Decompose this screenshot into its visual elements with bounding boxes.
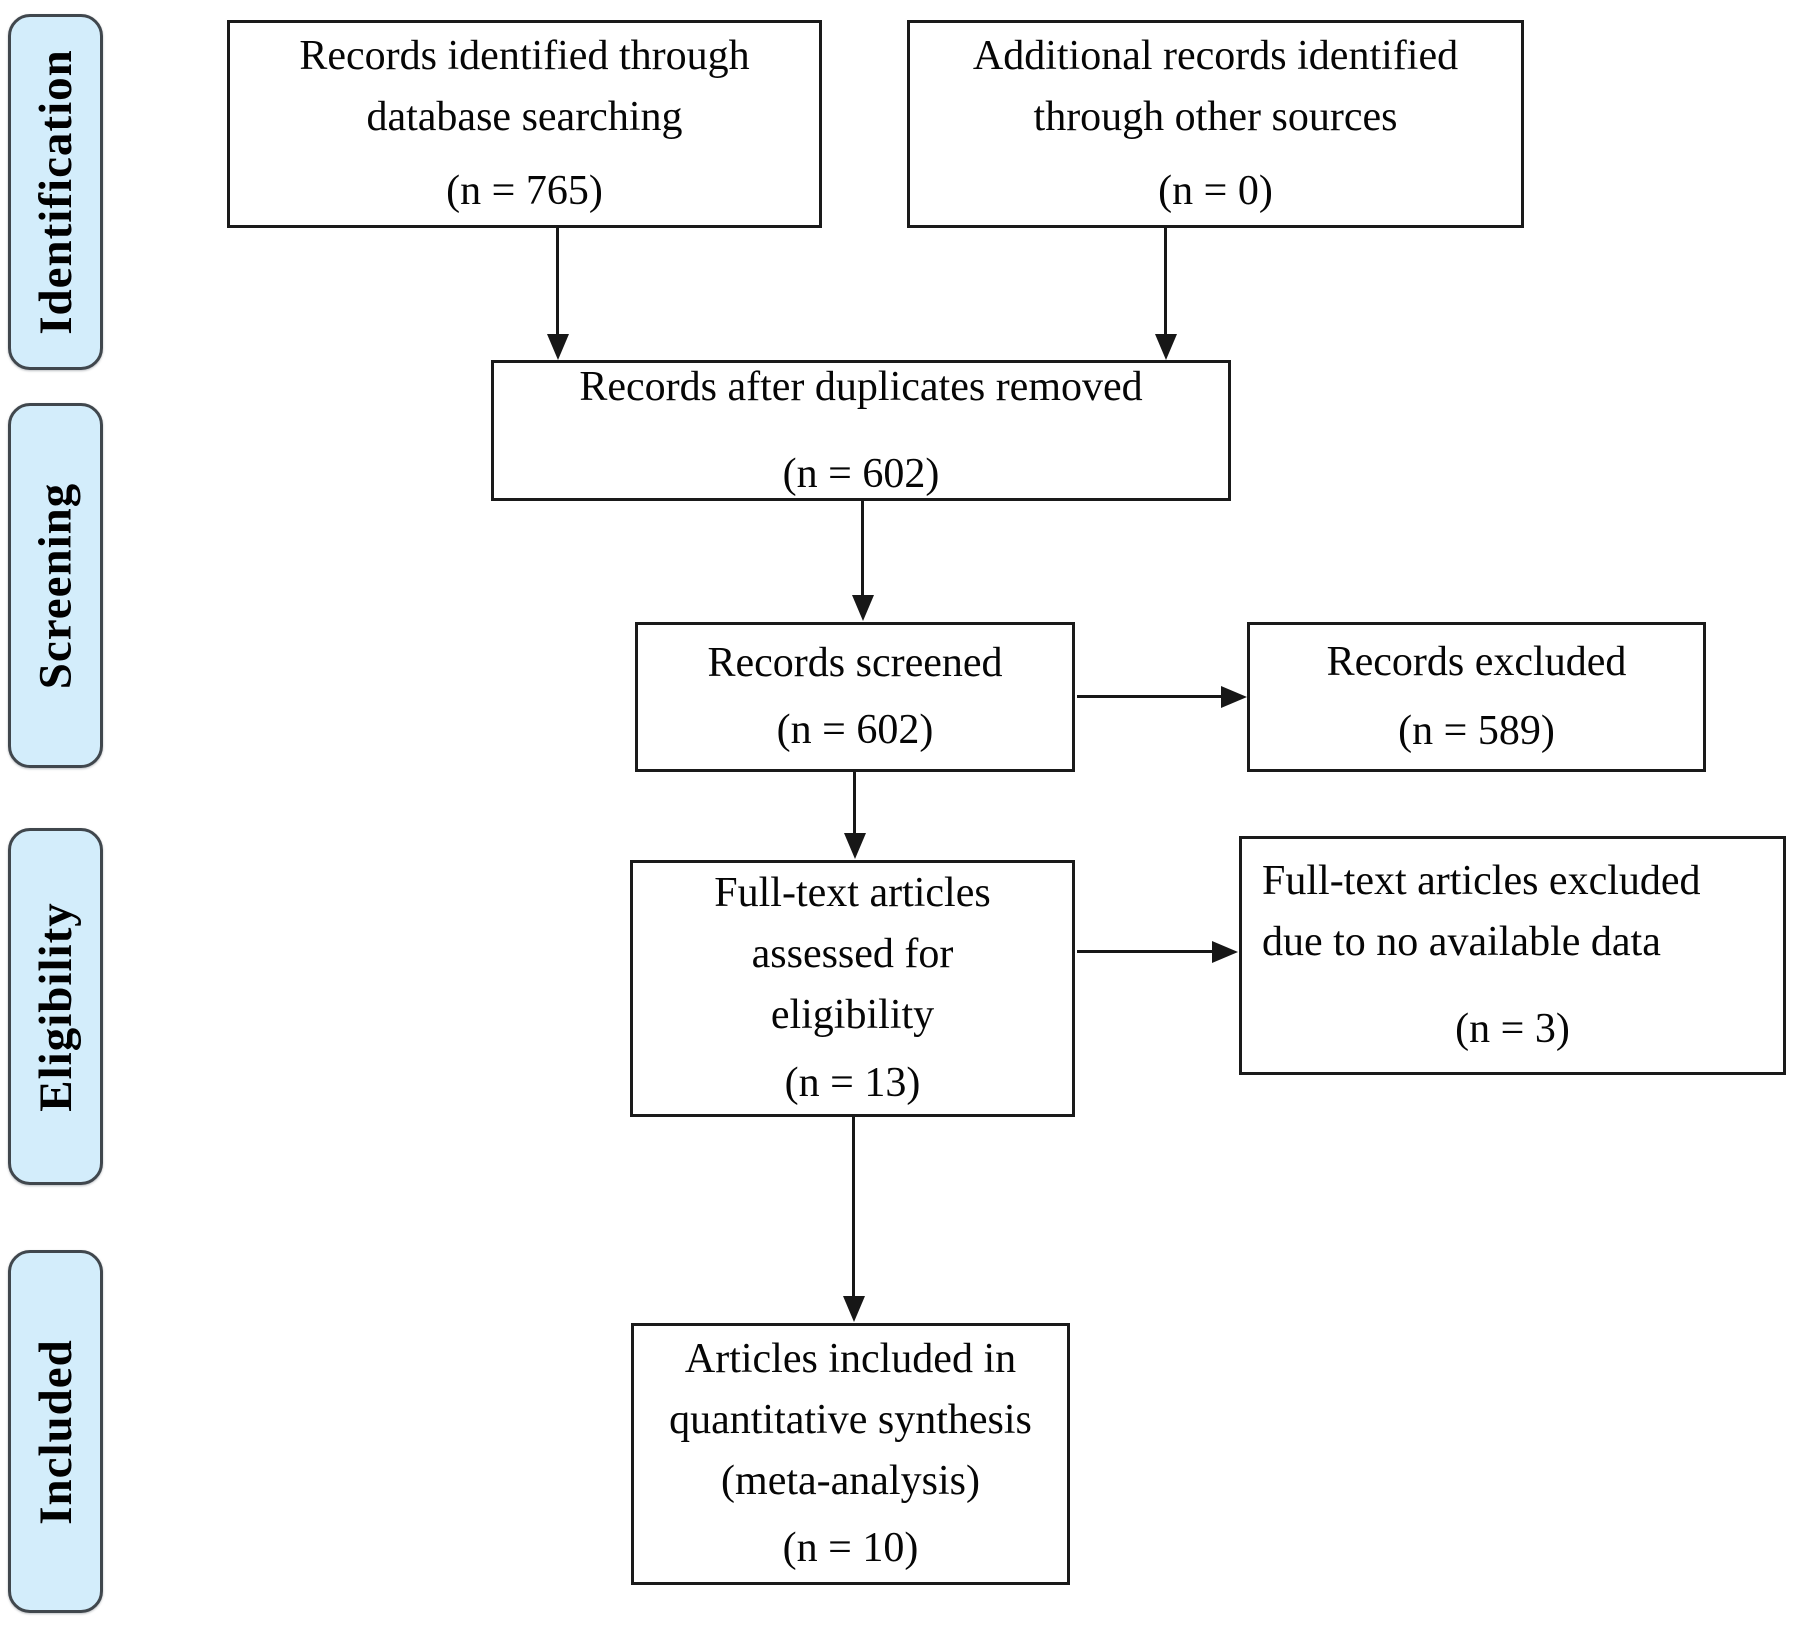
stage-screening: Screening bbox=[8, 403, 103, 768]
box-records-excluded-line1: Records excluded bbox=[1326, 639, 1627, 686]
box-fulltext-assessed-line2: assessed for bbox=[751, 930, 954, 977]
box-duplicates-removed-line1: Records after duplicates removed bbox=[579, 363, 1143, 410]
box-fulltext-assessed-count: (n = 13) bbox=[784, 1060, 921, 1107]
box-fulltext-assessed-line1: Full-text articles bbox=[714, 869, 991, 916]
box-records-identified-line2: database searching bbox=[366, 93, 683, 140]
box-additional-records-line1: Additional records identified bbox=[972, 32, 1459, 79]
stage-included-label: Included bbox=[29, 1338, 82, 1525]
box-fulltext-assessed: Full-text articles assessed for eligibil… bbox=[630, 860, 1075, 1117]
box-fulltext-assessed-line3: eligibility bbox=[770, 991, 935, 1038]
box-fulltext-excluded: Full-text articles excluded due to no av… bbox=[1239, 836, 1786, 1075]
box-additional-records: Additional records identified through ot… bbox=[907, 20, 1524, 228]
box-fulltext-excluded-count: (n = 3) bbox=[1455, 1005, 1570, 1052]
box-fulltext-excluded-line2: due to no available data bbox=[1262, 919, 1661, 966]
box-records-identified-count: (n = 765) bbox=[446, 168, 603, 215]
arrow-duplicates-to-screened bbox=[861, 501, 864, 596]
box-articles-included-line1: Articles included in bbox=[684, 1336, 1017, 1383]
box-records-identified-line1: Records identified through bbox=[299, 32, 750, 79]
box-additional-records-count: (n = 0) bbox=[1158, 168, 1273, 215]
arrow-fulltext-to-excluded bbox=[1077, 950, 1213, 953]
stage-eligibility-label: Eligibility bbox=[29, 901, 82, 1112]
box-duplicates-removed-count: (n = 602) bbox=[782, 450, 940, 497]
box-records-screened-line1: Records screened bbox=[707, 640, 1003, 687]
box-articles-included-count: (n = 10) bbox=[782, 1524, 919, 1571]
box-articles-included-line3: (meta-analysis) bbox=[721, 1458, 980, 1504]
box-duplicates-removed: Records after duplicates removed (n = 60… bbox=[491, 360, 1231, 501]
arrow-identified-to-duplicates bbox=[556, 228, 559, 335]
box-records-screened: Records screened (n = 602) bbox=[635, 622, 1075, 772]
box-articles-included-line2: quantitative synthesis bbox=[669, 1397, 1032, 1444]
box-records-identified: Records identified through database sear… bbox=[227, 20, 822, 228]
arrow-fulltext-to-included bbox=[852, 1117, 855, 1297]
box-fulltext-excluded-line1: Full-text articles excluded bbox=[1262, 858, 1701, 905]
stage-screening-label: Screening bbox=[29, 482, 82, 689]
box-records-screened-count: (n = 602) bbox=[776, 707, 934, 753]
arrow-additional-to-duplicates bbox=[1164, 228, 1167, 335]
arrow-screened-to-fulltext bbox=[853, 772, 856, 834]
stage-included: Included bbox=[8, 1250, 103, 1613]
box-additional-records-line2: through other sources bbox=[1033, 93, 1398, 140]
stage-eligibility: Eligibility bbox=[8, 828, 103, 1185]
box-records-excluded: Records excluded (n = 589) bbox=[1247, 622, 1706, 772]
arrow-screened-to-excluded bbox=[1077, 695, 1222, 698]
box-articles-included: Articles included in quantitative synthe… bbox=[631, 1323, 1070, 1585]
stage-identification: Identification bbox=[8, 14, 103, 370]
box-records-excluded-count: (n = 589) bbox=[1398, 708, 1555, 754]
stage-identification-label: Identification bbox=[29, 49, 82, 335]
